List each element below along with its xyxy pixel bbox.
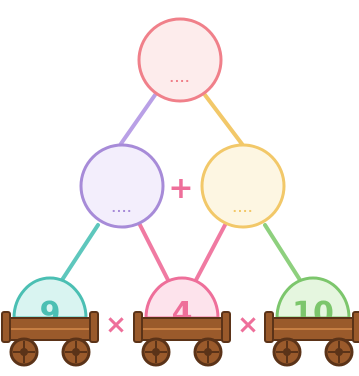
edge-top-to-right (203, 93, 247, 150)
cart-post-right (221, 311, 231, 343)
cart-post-left (1, 311, 11, 343)
edge-top-to-left (116, 93, 157, 150)
edge-left-to-bottom-left (60, 223, 100, 282)
middle-right-node[interactable]: .... (200, 143, 286, 229)
middle-left-node[interactable]: .... (79, 143, 165, 229)
cart-post-left (133, 311, 143, 343)
times-operator-2: × (237, 310, 259, 340)
top-node[interactable]: .... (137, 17, 223, 103)
middle-right-node-blank: .... (233, 202, 254, 215)
times-operator-1: × (105, 310, 127, 340)
bottom-node-1[interactable]: 9 (1, 276, 99, 367)
bottom-node-bubble (144, 276, 220, 320)
bottom-node-bubble (12, 276, 88, 320)
cart-post-right (352, 311, 359, 343)
plus-operator: + (168, 171, 193, 206)
bottom-node-2[interactable]: 4 (133, 276, 231, 367)
edge-right-to-bottom-middle (194, 223, 227, 282)
bottom-node-3[interactable]: 10 (264, 276, 359, 367)
edge-left-to-bottom-middle (138, 223, 170, 282)
edge-right-to-bottom-right (263, 223, 302, 282)
bottom-node-bubble (275, 276, 351, 320)
top-node-blank: .... (170, 72, 191, 85)
middle-left-node-blank: .... (112, 202, 133, 215)
cart-post-right (89, 311, 99, 343)
cart-post-left (264, 311, 274, 343)
